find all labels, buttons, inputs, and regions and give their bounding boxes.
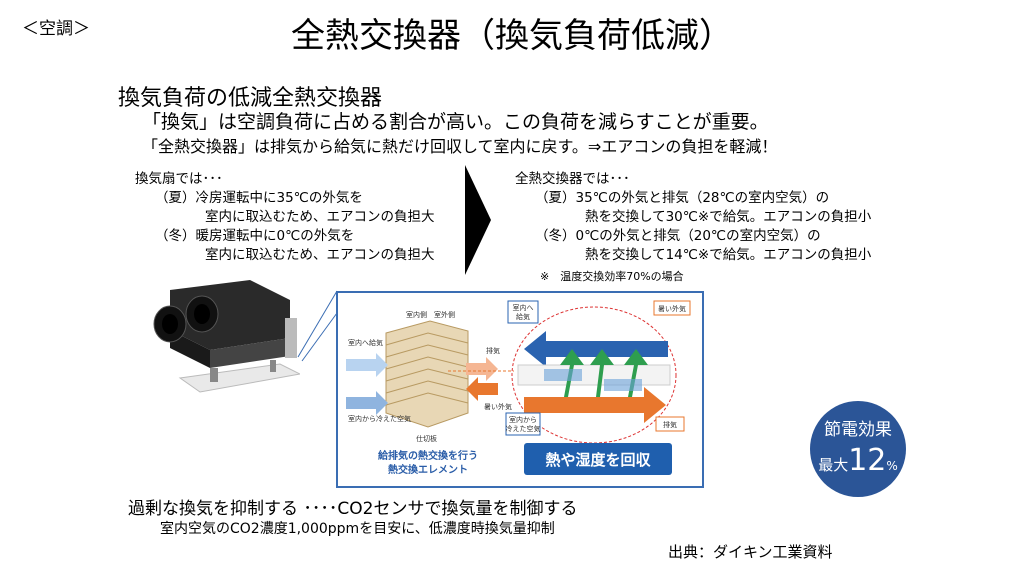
lead-line-2: 「全熱交換器」は排気から給気に熱だけ回収して室内に戻す。⇒エアコンの負担を軽減！ xyxy=(142,137,778,156)
section-tag: ＜空調＞ xyxy=(22,19,90,39)
lead-line-1: 「換気」は空調負荷に占める割合が高い。この負荷を減らすことが重要。 xyxy=(142,111,769,133)
recover-banner xyxy=(524,443,672,475)
hrv-heading: 全熱交換器では･･･ xyxy=(515,171,630,187)
badge-title: 節電効果 xyxy=(824,420,892,440)
exhaust-flow-arrow-icon xyxy=(524,387,666,423)
label-box-supply-line2: 給気 xyxy=(516,312,530,321)
fan-summer-cont: 室内に取込むため、エアコンの負担大 xyxy=(205,209,435,225)
hrv-diagram-graphic: 室内側 室外側 室内へ給気 排気 室内から冷えた空気 暑い外気 仕切板 給排気の… xyxy=(346,300,691,476)
callout-lines xyxy=(297,290,338,362)
hrv-column: 全熱交換器では･･･ （夏）35℃の外気と排気（28℃の室内空気）の 熱を交換し… xyxy=(515,170,871,265)
label-box-supply-line1: 室内へ xyxy=(513,303,534,312)
heat-exchanger-unit-image xyxy=(153,280,300,393)
source-credit: 出典：ダイキン工業資料 xyxy=(668,543,833,561)
label-box-hot-text: 暑い外気 xyxy=(658,304,686,313)
hrv-diagram: 室内側 室外側 室内へ給気 排気 室内から冷えた空気 暑い外気 仕切板 給排気の… xyxy=(336,291,704,488)
hrv-summer: （夏）35℃の外気と排気（28℃の室内空気）の xyxy=(535,190,830,206)
savings-badge: 節電効果 最大12% xyxy=(810,401,906,497)
fan-winter: （冬）暖房運転中に0℃の外気を xyxy=(155,228,355,244)
fan-heading: 換気扇では･･･ xyxy=(135,171,223,187)
label-box-from-room xyxy=(505,412,541,436)
badge-value: 12 xyxy=(848,443,887,478)
label-box-hot xyxy=(653,300,691,316)
hrv-winter-cont: 熱を交換して14℃※で給気。エアコンの負担小 xyxy=(585,247,872,263)
bottom-line-1: 過剰な換気を抑制する ････CO2センサで換気量を制御する xyxy=(128,499,578,519)
element-caption-1: 給排気の熱交換を行う xyxy=(378,449,478,462)
supply-in-arrow-icon xyxy=(346,353,388,377)
fan-summer: （夏）冷房運転中に35℃の外気を xyxy=(155,190,363,206)
hot-air-arrow-icon xyxy=(466,377,498,401)
label-cold-room: 室内から冷えた空気 xyxy=(348,414,411,423)
slide-title: 全熱交換器（換気負荷低減） xyxy=(291,16,733,56)
hrv-winter: （冬）0℃の外気と排気（20℃の室内空気）の xyxy=(535,228,821,244)
label-outside-side: 室外側 xyxy=(434,310,455,319)
heat-transfer-arrow-icon-3 xyxy=(624,349,648,397)
recover-label: 熱や湿度を回収 xyxy=(545,451,651,469)
fan-winter-cont: 室内に取込むため、エアコンの負担大 xyxy=(205,247,435,263)
fan-column: 換気扇では･･･ （夏）冷房運転中に35℃の外気を 室内に取込むため、エアコンの… xyxy=(135,170,435,265)
heat-transfer-arrow-icon-2 xyxy=(590,349,614,397)
room-air-arrow-icon xyxy=(346,391,388,415)
badge-unit: % xyxy=(886,459,898,473)
exchange-element-image xyxy=(385,320,469,428)
label-partition: 仕切板 xyxy=(416,434,437,443)
label-box-exhaust-text: 排気 xyxy=(663,420,677,429)
element-caption-2: 熱交換エレメント xyxy=(388,463,468,476)
label-exhaust: 排気 xyxy=(486,346,500,355)
efficiency-note: ※ 温度交換効率70%の場合 xyxy=(540,270,684,283)
bottom-line-2: 室内空気のCO2濃度1,000ppmを目安に、低濃度時換気量抑制 xyxy=(160,521,555,537)
comparison-arrow-icon xyxy=(465,165,491,275)
label-box-from-room-line2: 冷えた空気 xyxy=(506,424,541,433)
supply-flow-arrow-icon xyxy=(524,331,668,367)
label-box-from-room-line1: 室内から xyxy=(509,415,537,424)
label-supply-room: 室内へ給気 xyxy=(348,338,383,347)
exhaust-arrow-icon xyxy=(466,357,498,381)
label-box-exhaust xyxy=(655,416,685,432)
label-room-side: 室内側 xyxy=(406,310,427,319)
subheading: 換気負荷の低減全熱交換器 xyxy=(118,86,383,111)
hrv-summer-cont: 熱を交換して30℃※で給気。エアコンの負担小 xyxy=(585,209,872,225)
label-hot-outside: 暑い外気 xyxy=(484,402,512,411)
badge-prefix: 最大 xyxy=(818,456,849,474)
badge-value-line: 最大12% xyxy=(810,443,906,478)
label-box-supply xyxy=(507,300,539,324)
